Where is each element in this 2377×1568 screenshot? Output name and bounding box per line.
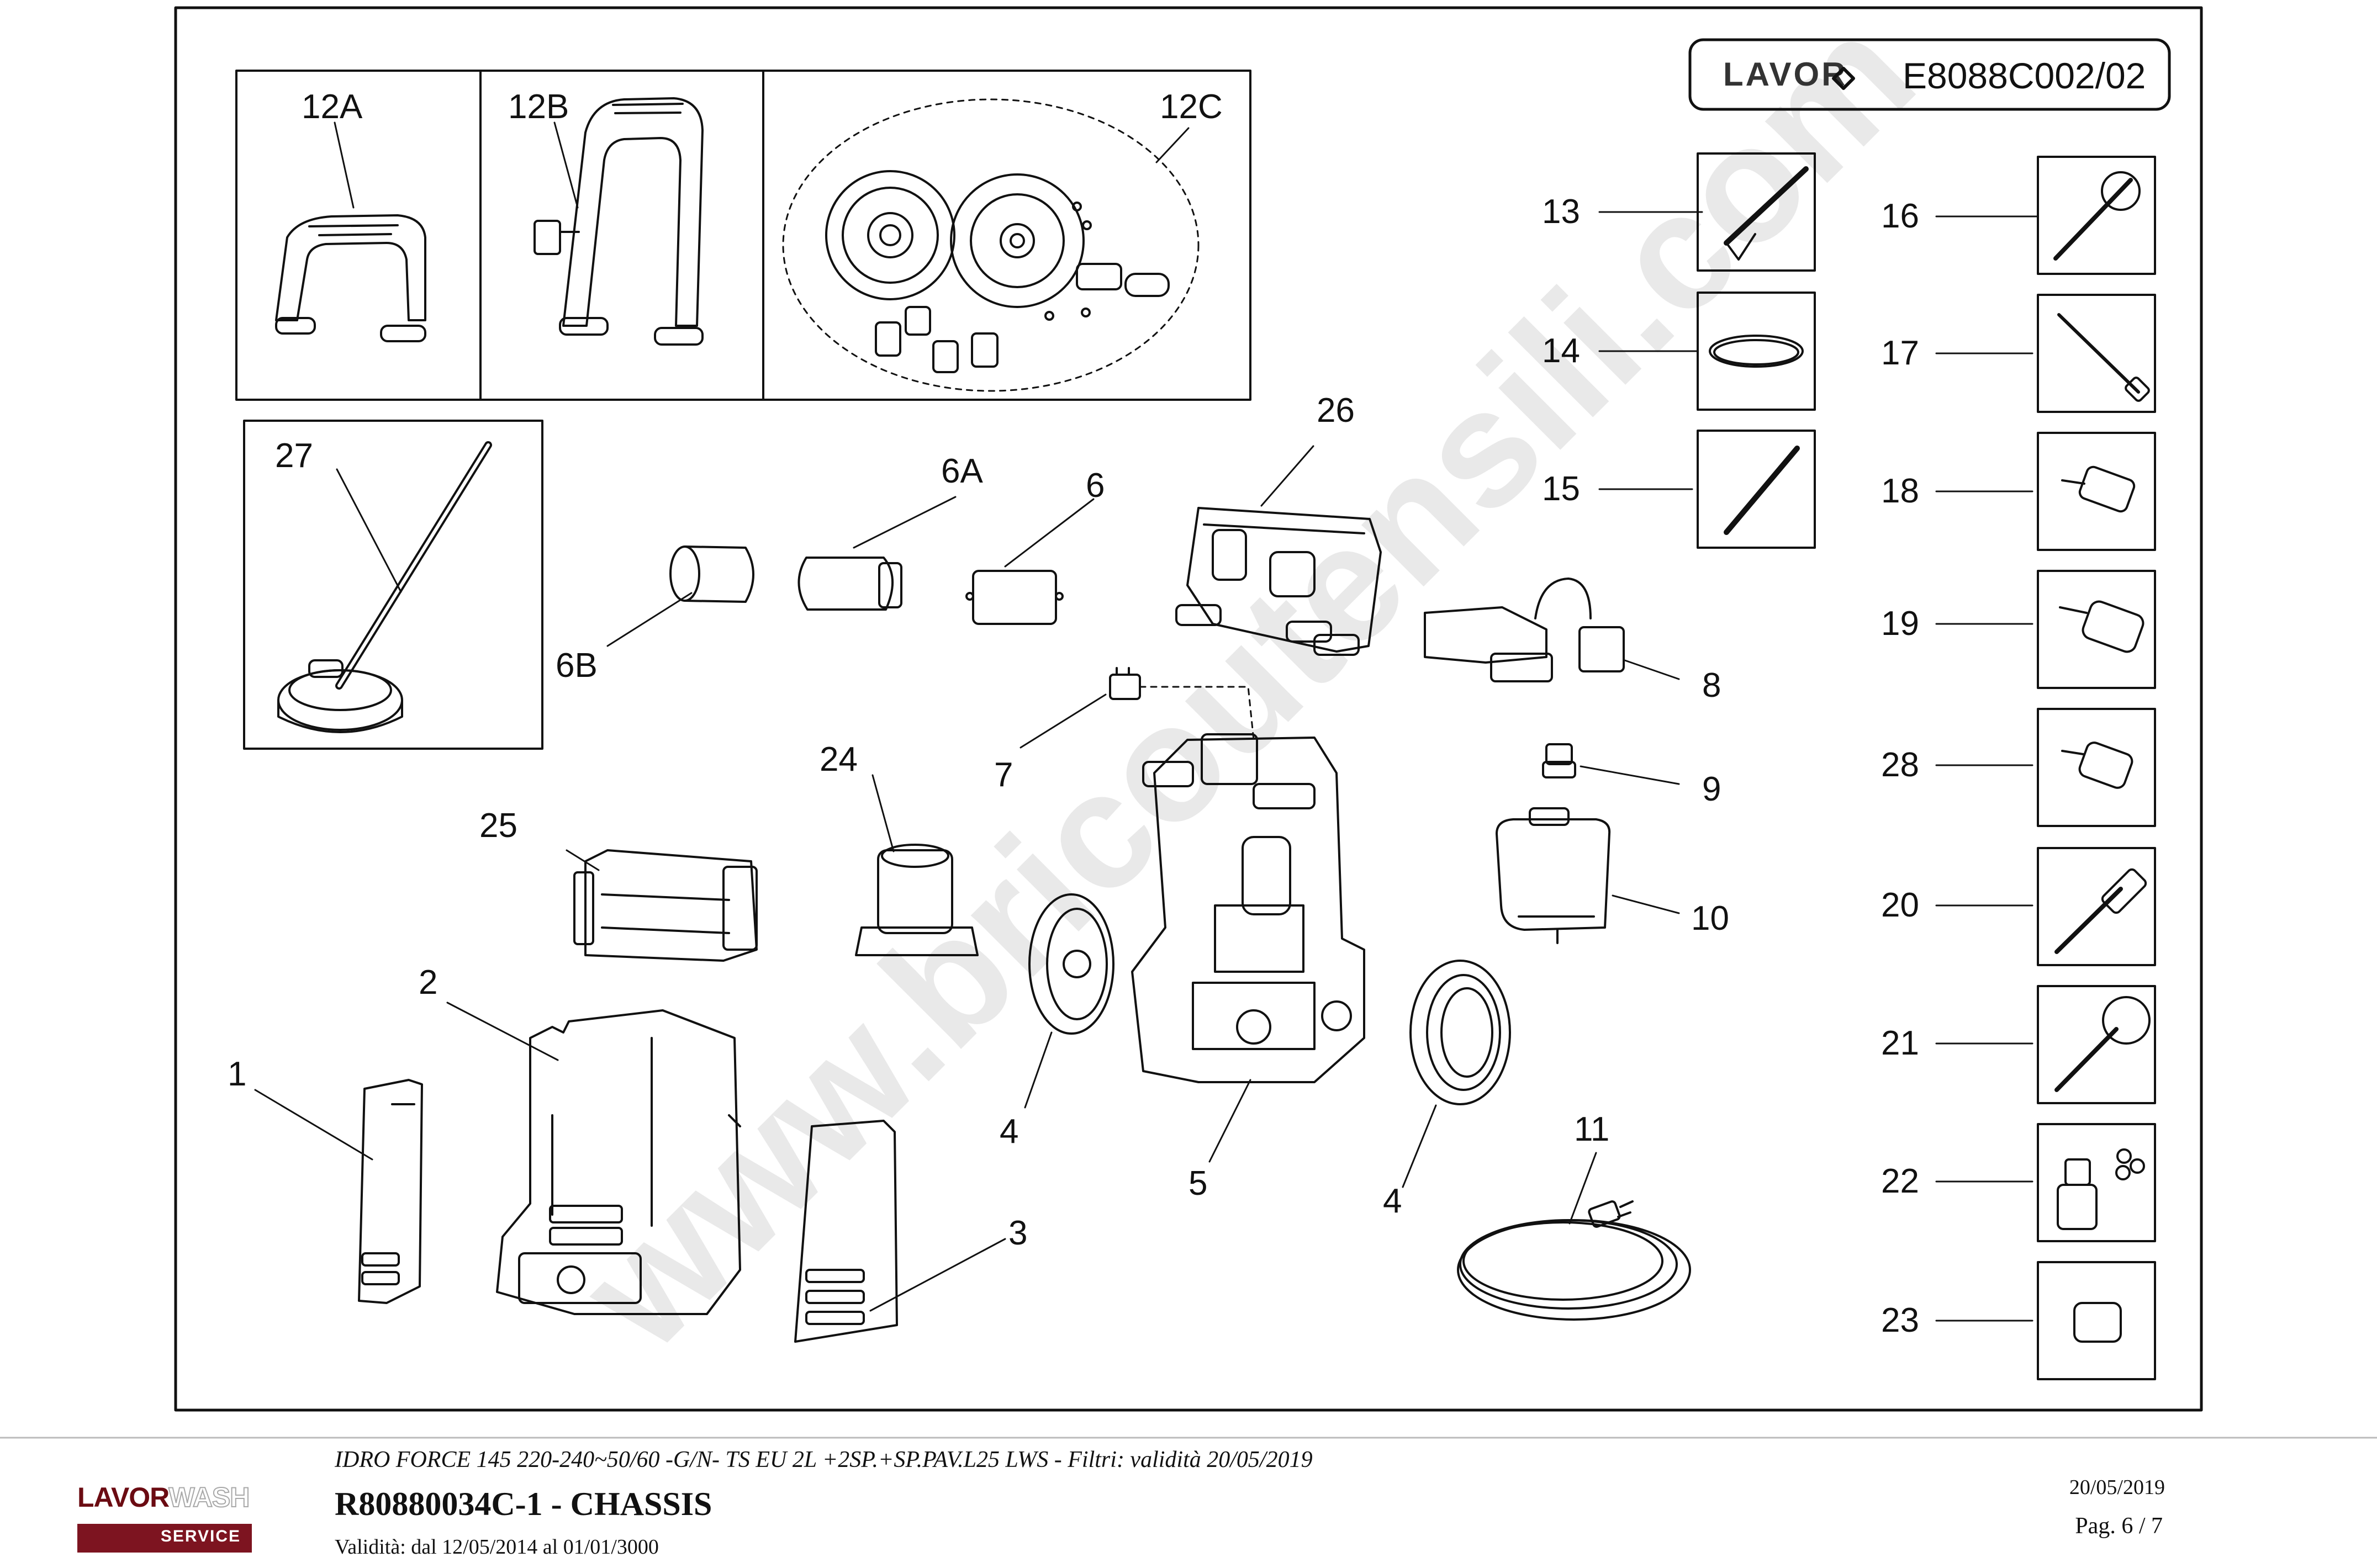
part-5-chassis (1131, 733, 1365, 1083)
callout-3: 3 (1008, 1214, 1027, 1252)
page-number: Pag. 6 / 7 (2075, 1513, 2163, 1539)
callout-16: 16 (1881, 197, 1919, 235)
callout-6: 6 (1086, 467, 1105, 505)
part-12b-upper-frame (533, 97, 704, 346)
leader-lines (254, 121, 2039, 1322)
part-11-power-cable (1457, 1200, 1691, 1321)
validity-range: Validità: dal 12/05/2014 al 01/01/3000 (335, 1535, 659, 1559)
callout-5: 5 (1188, 1164, 1207, 1203)
callout-22: 22 (1881, 1162, 1919, 1200)
part-10-detergent-tank (1496, 807, 1611, 944)
document-title: R80880034C-1 - CHASSIS (335, 1486, 712, 1522)
callout-6a: 6A (941, 452, 983, 490)
logo-word-wash: WASH (168, 1481, 250, 1513)
model-description: IDRO FORCE 145 220-240~50/60 -G/N- TS EU… (335, 1447, 1313, 1472)
watermark: www.bricoutensili.com (543, 0, 1948, 1385)
callout-20: 20 (1881, 886, 1919, 924)
callout-14: 14 (1542, 332, 1580, 370)
logo-service-label: SERVICE (160, 1527, 241, 1545)
part-8-switch (1424, 578, 1625, 682)
callout-8: 8 (1702, 666, 1721, 704)
part-6-cover (965, 570, 1064, 625)
callout-9: 9 (1702, 770, 1721, 808)
callout-25: 25 (479, 807, 517, 845)
callout-15: 15 (1542, 470, 1580, 508)
part-4-wheel-left (1028, 893, 1114, 1035)
part-6a-filter-housing (797, 557, 902, 611)
inset-patio-cleaner (243, 420, 543, 750)
part-3-side-panel (794, 1120, 898, 1343)
logo-wordmark: LAVORWASH (77, 1481, 252, 1514)
accessory-22-foam-sprayer (2037, 1123, 2156, 1242)
callout-23: 23 (1881, 1301, 1919, 1339)
part-25-motor-cover (573, 849, 758, 962)
accessory-17-lance-extension (2037, 294, 2156, 413)
callout-4-right: 4 (1383, 1182, 1402, 1220)
part-24-cap (855, 844, 979, 956)
callout-26: 26 (1317, 391, 1355, 430)
brand-logo-mark (1832, 67, 1855, 90)
part-12c-hose-reel (782, 98, 1200, 392)
callout-4-left: 4 (1000, 1113, 1018, 1151)
callout-27: 27 (275, 437, 313, 475)
accessory-20-brush (2037, 847, 2156, 966)
logo-bar (77, 1524, 252, 1553)
part-26-upper-body (1175, 507, 1382, 656)
drawing-code: E8088C002/02 (1903, 55, 2146, 96)
part-7-microswitch (1109, 667, 1255, 741)
accessory-18-nozzle (2037, 432, 2156, 551)
part-9-plug (1542, 743, 1576, 778)
callout-19: 19 (1881, 605, 1919, 643)
callout-24: 24 (820, 740, 858, 778)
callout-7: 7 (994, 756, 1013, 794)
callout-6b: 6B (556, 647, 598, 685)
part-12a-handle (275, 214, 426, 342)
logo-word-lavor: LAVOR (77, 1482, 169, 1513)
accessory-21-rotating-brush (2037, 985, 2156, 1104)
lavorwash-service-logo: LAVORWASH SERVICE (77, 1481, 252, 1554)
callout-1: 1 (228, 1055, 246, 1093)
callout-10: 10 (1691, 899, 1729, 937)
callout-17: 17 (1881, 334, 1919, 372)
callout-12b: 12B (508, 88, 569, 126)
part-1-side-panel (358, 1079, 423, 1304)
drawing-code-box (1688, 38, 2171, 111)
drawing-frame (174, 6, 2203, 1412)
callout-2: 2 (419, 963, 437, 1002)
inset-handles-reel (235, 70, 1251, 401)
callout-12a: 12A (302, 88, 363, 126)
callout-12c: 12C (1160, 88, 1223, 126)
brand-logo: LAVOR (1723, 56, 1848, 93)
part-2-main-housing (496, 1009, 741, 1315)
accessory-15-lance (1697, 430, 1816, 549)
accessory-16-rotating-lance (2037, 156, 2156, 275)
document-date: 20/05/2019 (2069, 1476, 2165, 1499)
part-27-surface-cleaner (277, 441, 492, 733)
callout-11: 11 (1574, 1110, 1609, 1148)
callout-13: 13 (1542, 193, 1580, 231)
accessory-28-nozzle (2037, 708, 2156, 827)
part-6b-filter (669, 545, 754, 603)
callout-28: 28 (1881, 746, 1919, 784)
callout-21: 21 (1881, 1024, 1919, 1062)
accessory-23-adapter (2037, 1261, 2156, 1380)
callout-18: 18 (1881, 472, 1919, 510)
part-4-wheel-right (1409, 960, 1511, 1105)
accessory-19-turbo-nozzle (2037, 570, 2156, 689)
callout-labels: 12A 12B 12C 27 6A 6 6B 26 8 7 9 24 25 10… (228, 88, 1919, 1339)
